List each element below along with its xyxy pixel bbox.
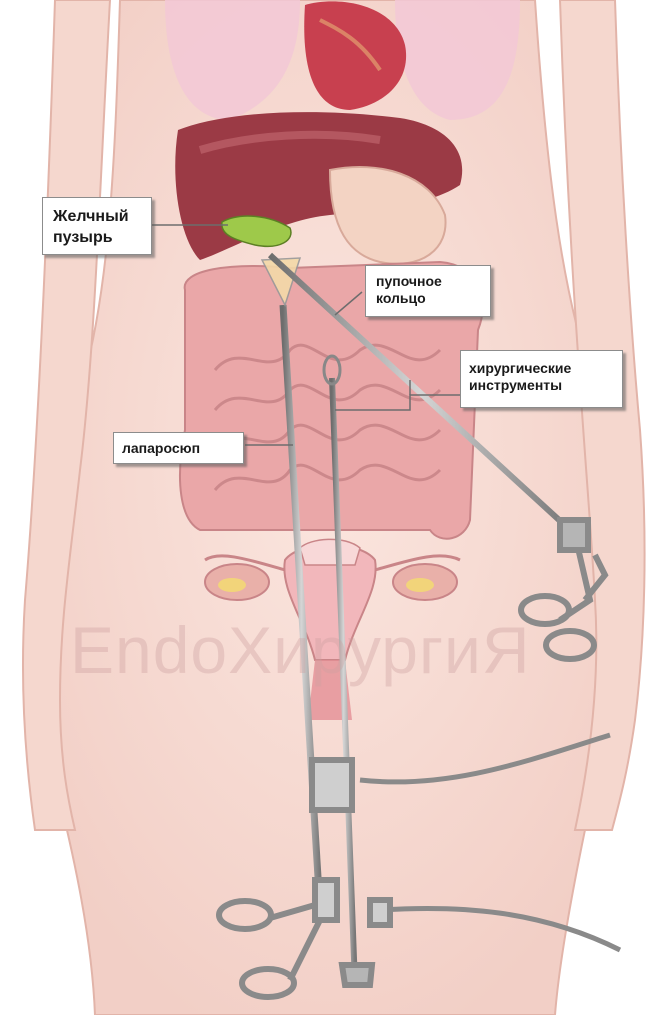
- umbilical-ring-label: пупочное кольцо: [365, 265, 491, 317]
- laparoscope-label: лапаросюп: [113, 432, 244, 464]
- surgical-instruments-label: хирургические инструменты: [460, 350, 623, 408]
- watermark-text: EndoХирургиЯ: [70, 612, 630, 688]
- gallbladder-label: Желчный пузырь: [42, 197, 152, 255]
